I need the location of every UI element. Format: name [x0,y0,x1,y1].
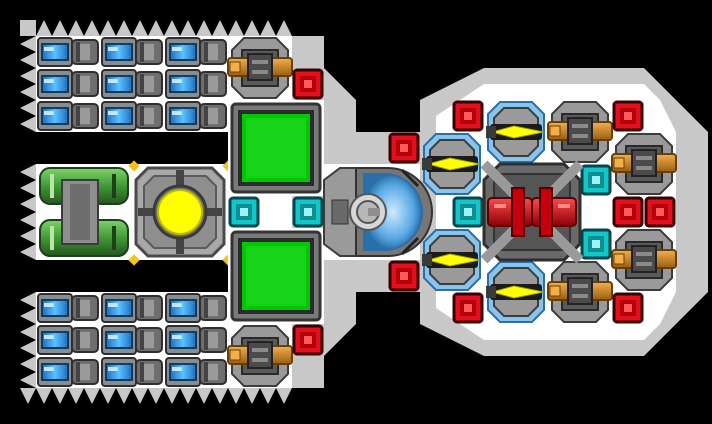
battery-cell[interactable] [164,292,228,324]
armor-plate[interactable] [388,132,420,164]
cannon-turret[interactable] [611,133,677,195]
thruster-block[interactable] [36,164,132,260]
cannon-turret[interactable] [547,261,613,323]
laser-turret[interactable] [422,133,481,195]
battery-cell[interactable] [164,324,228,356]
gyroscope[interactable] [580,228,612,260]
battery-cell[interactable] [36,100,100,132]
cannon-turret[interactable] [227,325,293,387]
laser-turret[interactable] [486,101,545,163]
armor-plates [292,68,676,356]
battery-cell[interactable] [164,68,228,100]
battery-cell[interactable] [100,356,164,388]
gyroscope[interactable] [228,196,260,228]
armor-plate[interactable] [612,292,644,324]
laser-turret[interactable] [422,229,481,291]
battery-cell[interactable] [100,324,164,356]
cockpit[interactable] [323,167,433,257]
cannon-group [227,37,677,387]
hull-bottom-zigzag [20,388,292,404]
hull-left-zigzag [20,36,36,388]
supply-crate[interactable] [228,100,324,196]
supply-crates [228,100,324,324]
supply-crate[interactable] [228,228,324,324]
gyroscope[interactable] [580,164,612,196]
battery-grid [36,36,228,388]
battery-cell[interactable] [100,100,164,132]
battery-cell[interactable] [164,36,228,68]
battery-cell[interactable] [164,356,228,388]
armor-plate[interactable] [292,68,324,100]
armor-plate[interactable] [292,324,324,356]
gap-strip-bottom [36,260,228,292]
cannon-turret[interactable] [547,101,613,163]
battery-cell[interactable] [36,68,100,100]
battery-cell[interactable] [36,36,100,68]
battery-cell[interactable] [36,292,100,324]
laser-turret[interactable] [486,261,545,323]
armor-plate[interactable] [452,100,484,132]
gyroscope[interactable] [292,196,324,228]
battery-cell[interactable] [100,292,164,324]
battery-cell[interactable] [36,356,100,388]
gyroscopes [228,164,612,260]
cannon-turret[interactable] [611,229,677,291]
battery-cell[interactable] [36,324,100,356]
gap-strip-top [36,132,228,164]
engine[interactable] [480,160,584,264]
cannon-turret[interactable] [227,37,293,99]
reactor-core[interactable] [128,160,234,266]
battery-cell[interactable] [100,36,164,68]
armor-plate[interactable] [612,196,644,228]
armor-plate[interactable] [644,196,676,228]
hull-top-zigzag [20,20,292,36]
battery-cell[interactable] [164,100,228,132]
armor-plate[interactable] [452,292,484,324]
armor-plate[interactable] [612,100,644,132]
gyroscope[interactable] [452,196,484,228]
battery-cell[interactable] [100,68,164,100]
laser-group [422,101,545,323]
armor-plate[interactable] [388,260,420,292]
